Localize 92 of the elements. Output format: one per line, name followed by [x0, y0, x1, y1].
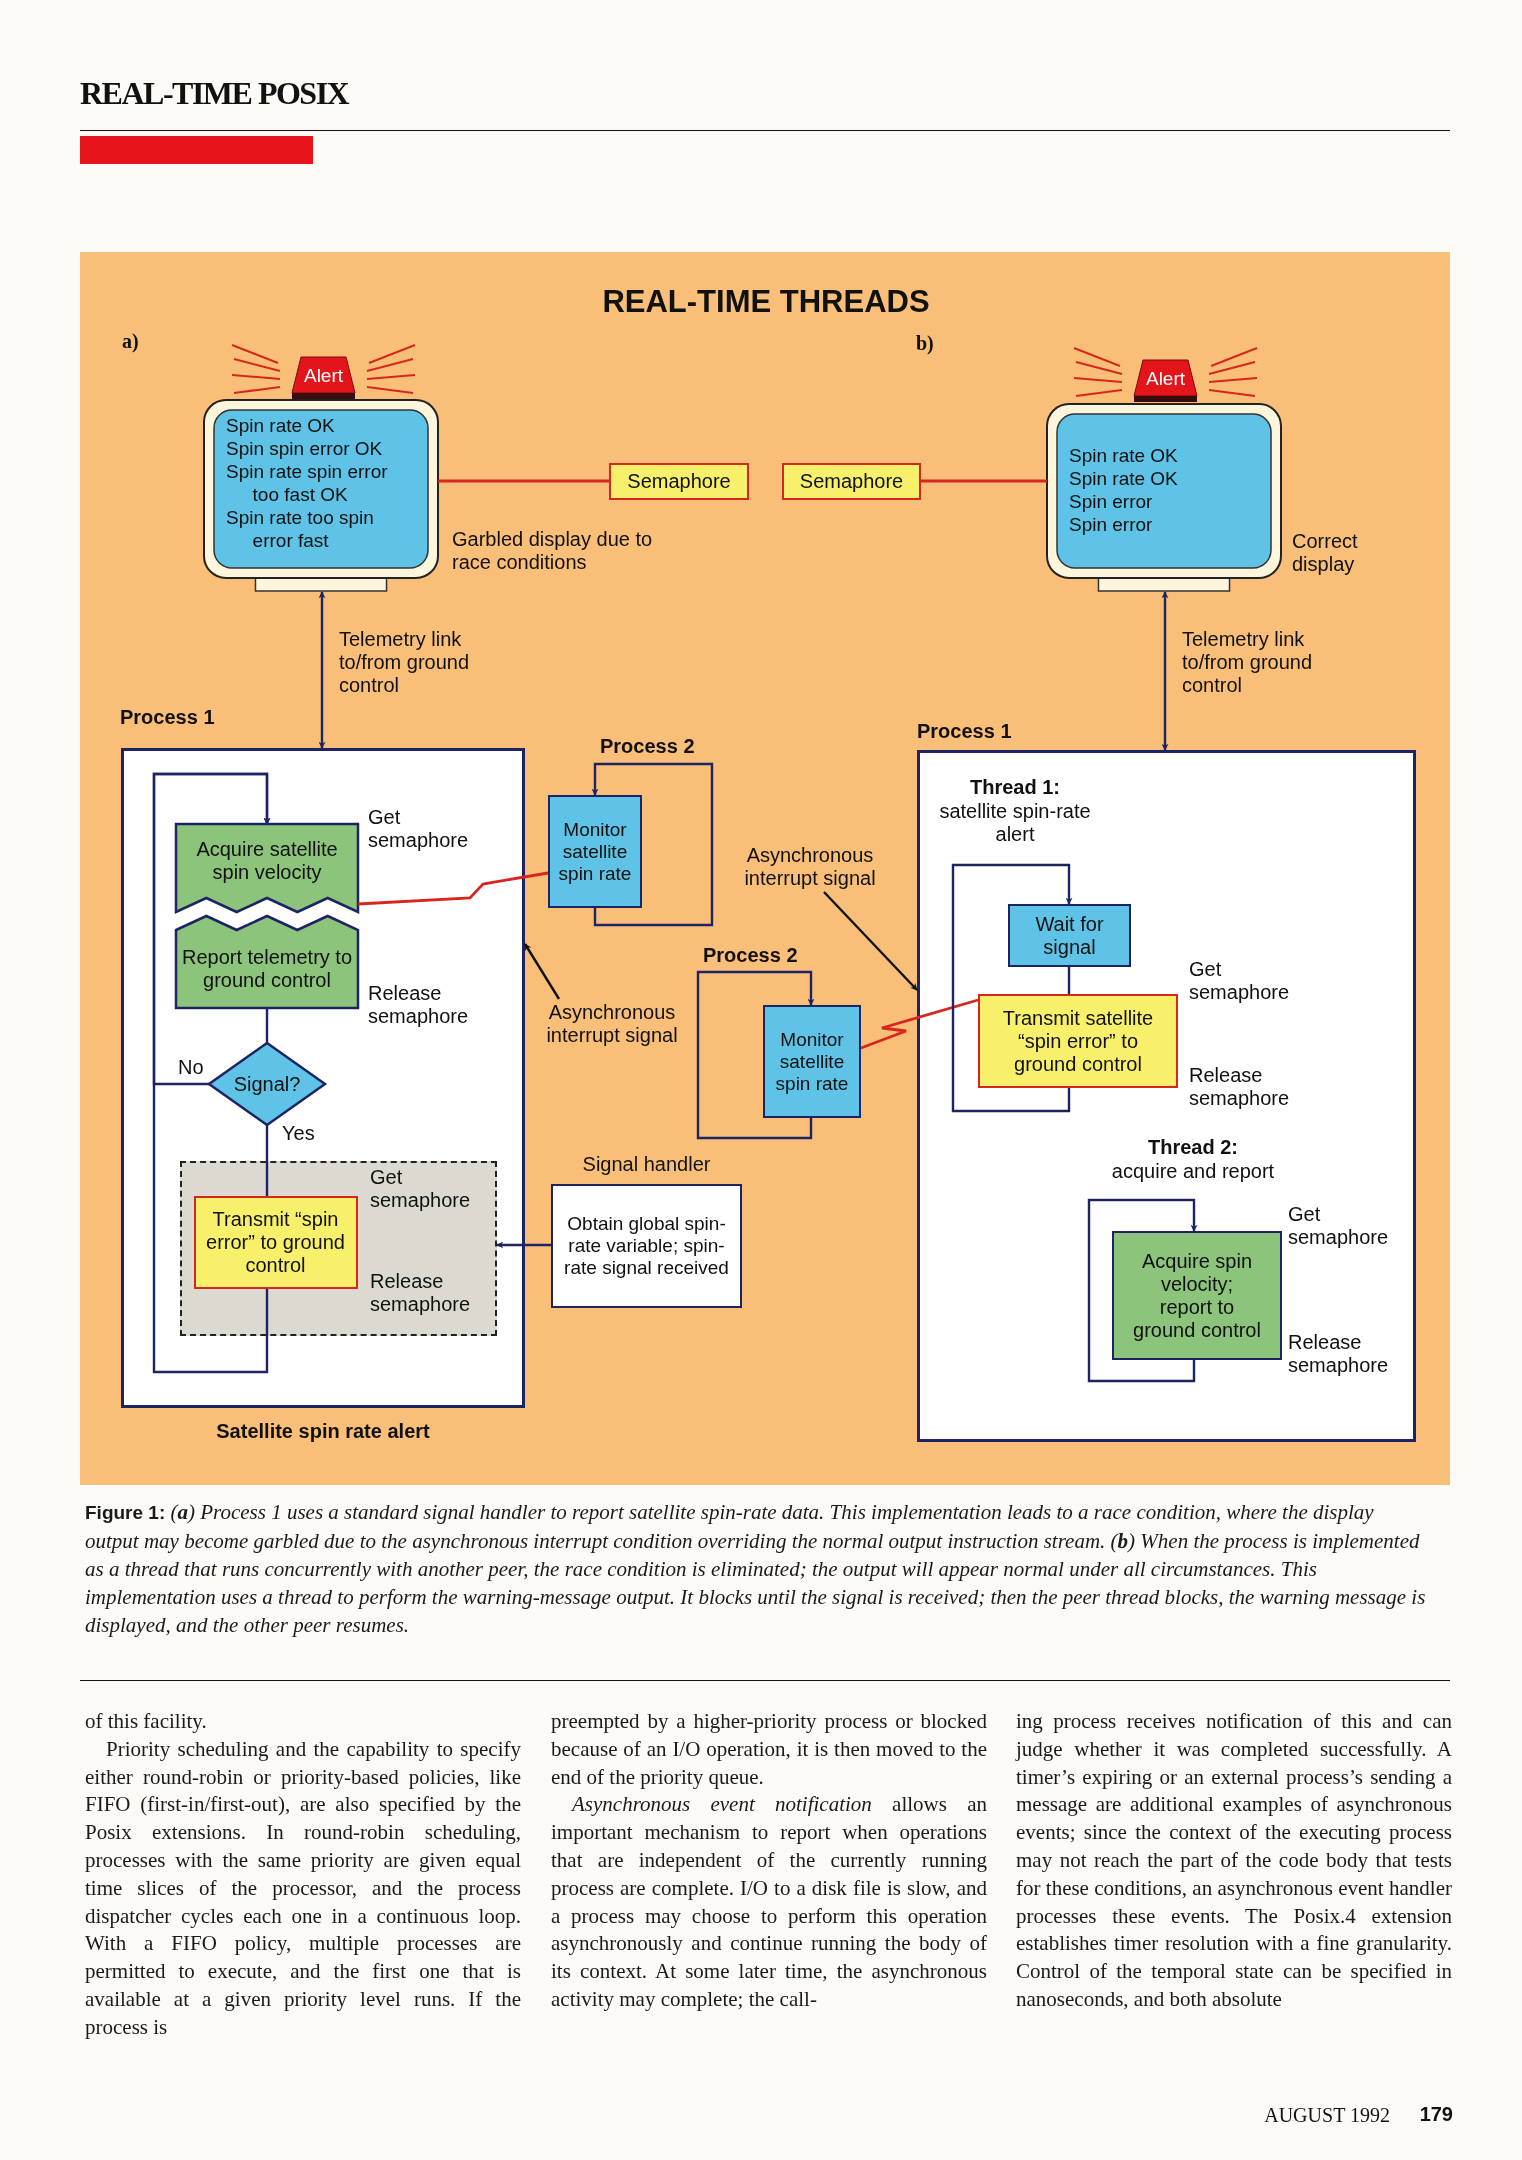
annotation-text: Asynchronous interrupt signal — [545, 1001, 679, 1047]
decision-diamond — [209, 1043, 325, 1125]
screen-text: Spin spin error OK — [226, 437, 384, 460]
process-box — [763, 1005, 861, 1118]
node-label: Obtain global spin-rate variable; spin-rate signal received — [563, 1213, 730, 1279]
issue-date: AUGUST 1992 — [1263, 2104, 1390, 2127]
node-label: Acquire spin velocity; report to ground control — [1132, 1249, 1262, 1342]
process-box — [176, 824, 358, 912]
figure-caption: Figure 1: (a) Process 1 uses a standard signal handler to report satellite spin-rate data. This implementation leads to a race condition, where the display output may become garbled due to the asynchronous interrupt condition overriding the normal output instruction stream. (b) When the process is implemented as a thread that runs concurrently with another peer, the race condition is eliminated; the output will appear normal under all circumstances. This implementation uses a thread to perform the warning-message output. It blocks until the signal is received; then the peer thread blocks, the warning message is displayed, and the other peer resumes. — [85, 1499, 1427, 1639]
process-box — [917, 750, 1416, 1442]
leader-line — [823, 891, 918, 991]
screen-text: Spin rate too spin error fast — [226, 506, 375, 552]
node-label: Release semaphore — [370, 1270, 472, 1316]
semaphore-box — [782, 463, 921, 500]
node-label: Acquire satellite spin velocity — [195, 838, 339, 884]
process-box — [176, 916, 358, 1008]
panel-letter: a) — [122, 330, 140, 353]
thread-subheading: satellite spin-rate alert — [938, 800, 1092, 846]
node-label: Wait for signal — [1034, 912, 1105, 959]
arrow — [591, 762, 714, 927]
group-heading: Satellite spin rate alert — [215, 1420, 431, 1443]
process-box — [121, 748, 525, 1408]
group-heading: Process 2 — [600, 735, 696, 758]
signal-line — [860, 998, 979, 1050]
side-note: Release semaphore — [1189, 1064, 1291, 1110]
body-paragraph: of this facility. — [85, 1708, 208, 1735]
critical-section-box — [180, 1161, 497, 1336]
node-label: Transmit satellite “spin error” to ground control — [1001, 1006, 1155, 1076]
group-heading: Process 1 — [917, 720, 1013, 743]
panel-letter: b) — [916, 332, 935, 355]
node-label: Get semaphore — [370, 1166, 472, 1212]
leader-line — [524, 943, 560, 1000]
arrow — [318, 591, 326, 749]
side-note: Get semaphore — [1189, 958, 1291, 1004]
connector-line — [1067, 967, 1071, 994]
connector-line — [265, 1125, 269, 1196]
body-paragraph: preempted by a higher-priority process or blocked because of an I/O operation, it is then moved to the end of the priority queue. — [551, 1708, 987, 1791]
side-note: Correct display — [1292, 530, 1359, 576]
side-note: Garbled display due to race conditions — [452, 528, 654, 574]
page-header: REAL-TIME POSIX — [80, 82, 350, 105]
side-note: Release semaphore — [1288, 1331, 1390, 1377]
handler-box — [551, 1184, 742, 1308]
arrow — [951, 863, 1073, 1113]
process-box — [548, 795, 642, 908]
connector-line — [265, 1008, 269, 1043]
side-note: Get semaphore — [368, 806, 470, 852]
screen-text: Spin rate OK — [226, 414, 336, 437]
node-label: Signal? — [233, 1072, 301, 1096]
annotation-text: Asynchronous interrupt signal — [743, 844, 877, 890]
screen-text: Spin error — [1069, 513, 1154, 536]
arrow — [1161, 591, 1169, 751]
body-paragraph: Asynchronous event notification allows an important mechanism to report when operations that are independent of the currently running process are complete. I/O to a disk file is slow, and a process may choose to perform this operation asynchronously and continue running the body of its context. At some later time, the asynchronous activity may complete; the call- — [551, 1791, 987, 2013]
arrow — [1087, 1198, 1198, 1383]
node-label: Transmit “spin error” to ground control — [205, 1207, 346, 1277]
side-note: Get semaphore — [1288, 1203, 1390, 1249]
page-number: 179 — [1418, 2103, 1453, 2126]
process-box — [978, 994, 1178, 1088]
arrow — [496, 1241, 551, 1249]
process-box — [1008, 904, 1131, 967]
alert-lamp — [1134, 360, 1197, 402]
node-label: Semaphore — [799, 470, 904, 493]
computer-monitor — [204, 400, 438, 592]
signal-line — [357, 871, 549, 906]
signal-line — [438, 479, 609, 483]
alert-lamp — [292, 357, 355, 399]
screen-text: Spin error — [1069, 490, 1154, 513]
computer-monitor — [1047, 404, 1281, 592]
screen-text: Spin rate OK — [1069, 467, 1179, 490]
node-label: Semaphore — [627, 470, 731, 493]
node-label: Monitor satellite spin rate — [774, 1028, 850, 1095]
node-label: Report telemetry to ground control — [180, 946, 354, 992]
body-paragraph: Priority scheduling and the capability to specify either round-robin or priority-based policies, like FIFO (first-in/first-out), are also specified by the Posix extensions. In round-robin scheduling, processes with the same priority are given equal time slices of the processor, and the process dispatcher cycles each one in a continuous loop. With a FIFO policy, multiple processes are permitted to execute, and the first one that is available at a given priority level runs. If the process is — [85, 1735, 521, 2041]
semaphore-box — [609, 463, 749, 500]
screen-text: Spin rate OK — [1069, 444, 1179, 467]
thread-subheading: acquire and report — [1110, 1160, 1276, 1183]
signal-line — [921, 479, 1047, 483]
process-box — [193, 1195, 358, 1289]
node-label: Monitor satellite spin rate — [557, 818, 633, 885]
arrow — [696, 970, 815, 1140]
screen-text: Spin rate spin error too fast OK — [226, 460, 389, 506]
process-box — [1112, 1231, 1282, 1360]
diagram-title: REAL-TIME THREADS — [601, 284, 931, 320]
body-paragraph: ing process receives notification of this and can judge whether it was completed successfully. A timer’s expiring or an external process’s sending a message are additional examples of asynchronous events; since the context of the executing process may not reach the part of the code body that tests for these conditions, an asynchronous event handler processes these events. The Posix.4 extension establishes timer resolution with a fine granularity. Control of the temporal state can be specified in nanoseconds, and both absolute — [1016, 1708, 1452, 2013]
thread-heading: Thread 2: — [1147, 1136, 1239, 1159]
node-label: Alert — [1145, 366, 1186, 390]
side-note: Release semaphore — [368, 982, 470, 1028]
group-heading: Process 1 — [120, 706, 216, 729]
arrow — [152, 772, 271, 1086]
node-label: Signal handler — [581, 1153, 712, 1176]
node-label: Alert — [303, 363, 344, 387]
group-heading: Process 2 — [703, 944, 799, 967]
thread-heading: Thread 1: — [969, 776, 1061, 799]
